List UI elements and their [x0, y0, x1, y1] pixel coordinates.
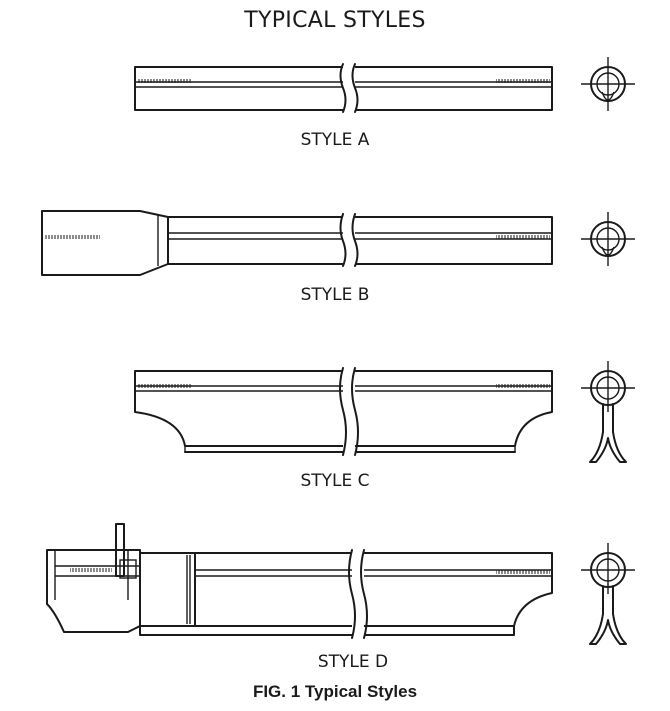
figure-title: TYPICAL STYLES: [244, 8, 426, 33]
style-d-label: STYLE D: [317, 652, 389, 672]
style-a-label: STYLE A: [300, 130, 370, 150]
style-b-cross-section: [580, 211, 636, 267]
style-d-cross-section: [580, 542, 636, 645]
figure-caption: FIG. 1 Typical Styles: [252, 682, 418, 701]
style-a-blade: [134, 62, 553, 115]
style-c-label: STYLE C: [300, 471, 370, 491]
style-b-blade: [41, 210, 553, 276]
style-c-cross-section: [580, 360, 636, 463]
style-d-blade: [46, 523, 553, 640]
style-a-cross-section: [580, 56, 636, 112]
style-b-label: STYLE B: [300, 285, 370, 305]
style-c-blade: [134, 366, 553, 458]
